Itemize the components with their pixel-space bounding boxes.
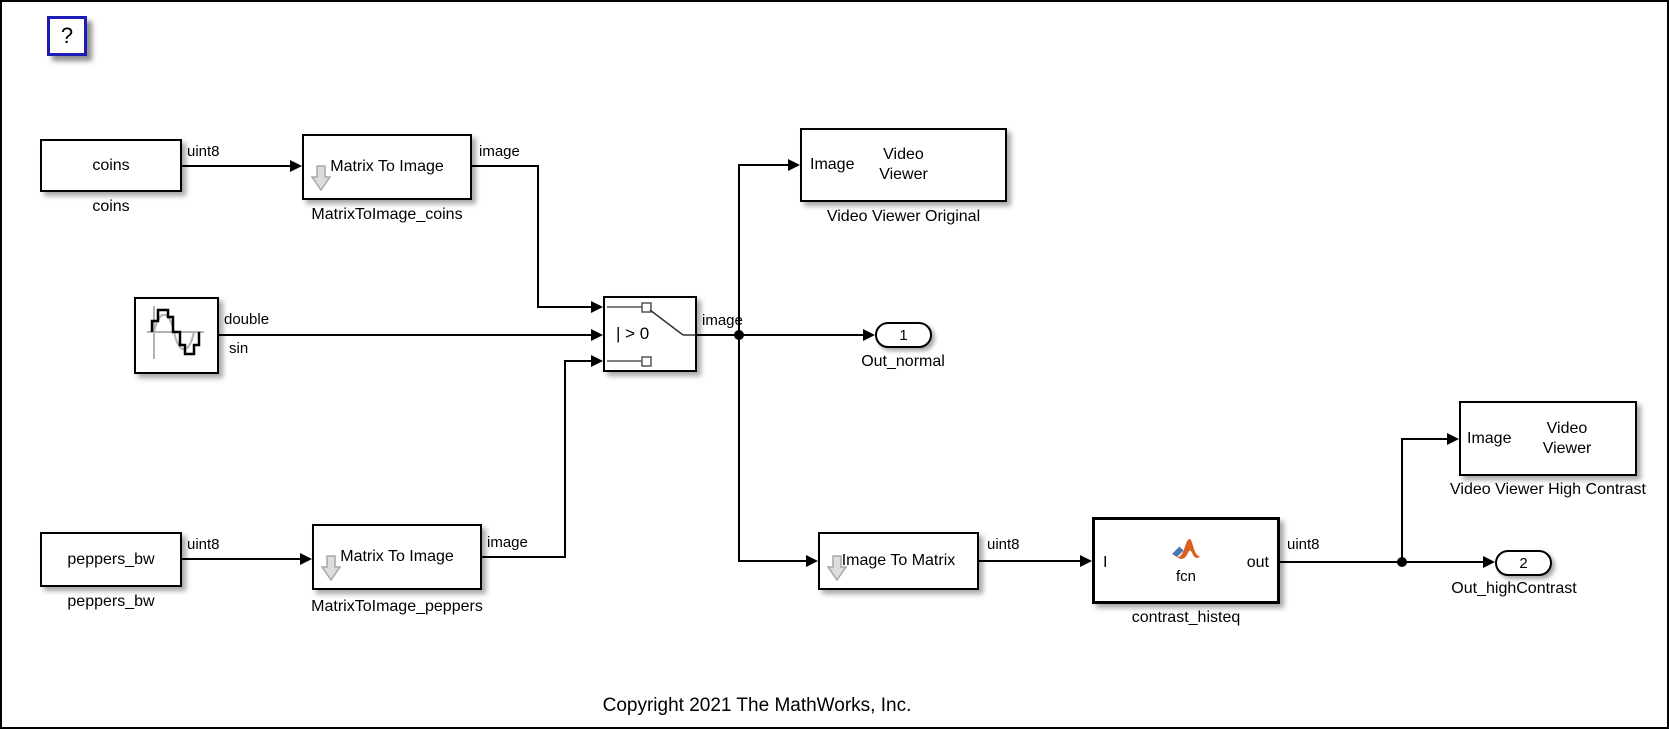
arrowhead xyxy=(1447,433,1459,445)
wire-switch-out[interactable] xyxy=(697,334,869,336)
block-video-viewer-original[interactable]: Image Video Viewer xyxy=(800,128,1007,202)
sine-wave-icon xyxy=(140,301,213,371)
arrowhead xyxy=(591,301,603,313)
signal-label-sin: sin xyxy=(229,340,249,357)
signal-label-uint8: uint8 xyxy=(987,536,1020,553)
outport-number: 2 xyxy=(1519,554,1528,572)
arrowhead xyxy=(591,329,603,341)
caption-peppers-bw: peppers_bw xyxy=(67,593,155,610)
switch-icon xyxy=(607,302,695,367)
wire-peppers[interactable] xyxy=(182,558,306,560)
wire-m2ipeppers-switch[interactable] xyxy=(564,360,566,558)
arrowhead xyxy=(1080,555,1092,567)
signal-label-image: image xyxy=(487,534,528,551)
wire-m2ipeppers-switch[interactable] xyxy=(482,556,566,558)
block-contrast-histeq[interactable]: I out fcn xyxy=(1092,517,1280,604)
arrowhead xyxy=(591,355,603,367)
wire-contrast-out[interactable] xyxy=(1280,561,1489,563)
signal-label-uint8: uint8 xyxy=(187,536,220,553)
block-sine-wave[interactable] xyxy=(134,297,219,374)
block-matrixtoimage-peppers-text: Matrix To Image xyxy=(340,548,454,565)
block-video-viewer-original-text: Video Viewer xyxy=(879,146,928,183)
switch-criteria-label: | > 0 xyxy=(616,324,650,343)
arrowhead xyxy=(863,329,875,341)
block-peppers-bw[interactable]: peppers_bw xyxy=(40,532,182,587)
block-matrixtoimage-peppers[interactable]: Matrix To Image xyxy=(312,524,482,590)
signal-label-double: double xyxy=(224,311,270,328)
signal-label-image: image xyxy=(702,312,743,329)
port-label-out: out xyxy=(1246,554,1269,571)
caption-coins: coins xyxy=(92,198,130,215)
fcn-label: fcn xyxy=(1175,567,1196,585)
wire-coins[interactable] xyxy=(182,165,296,167)
caption-video-viewer-original: Video Viewer Original xyxy=(826,208,981,225)
question-mark-icon: ? xyxy=(60,23,74,48)
signal-label-uint8: uint8 xyxy=(1287,536,1320,553)
matlab-logo-icon xyxy=(1171,537,1201,568)
gray-down-arrow-icon xyxy=(310,165,332,196)
block-video-viewer-high[interactable]: Image Video Viewer xyxy=(1459,401,1637,476)
block-peppers-bw-text: peppers_bw xyxy=(67,550,155,568)
arrowhead xyxy=(788,159,800,171)
gray-down-arrow-icon xyxy=(826,555,848,586)
caption-video-viewer-high: Video Viewer High Contrast xyxy=(1450,481,1646,498)
block-switch[interactable]: | > 0 xyxy=(603,296,697,372)
port-label-i: I xyxy=(1103,554,1108,571)
block-image-to-matrix[interactable]: Image To Matrix xyxy=(818,532,979,590)
arrowhead xyxy=(806,555,818,567)
caption-matrixtoimage-peppers: MatrixToImage_peppers xyxy=(311,598,483,615)
wire-m2icoins-switch[interactable] xyxy=(472,165,539,167)
port-label-image: Image xyxy=(810,156,855,173)
wire-m2ipeppers-switch[interactable] xyxy=(564,360,597,362)
help-block[interactable]: ? xyxy=(47,16,87,56)
block-matrixtoimage-coins-text: Matrix To Image xyxy=(330,158,444,175)
caption-out-normal: Out_normal xyxy=(861,353,945,370)
wire-m2icoins-switch[interactable] xyxy=(537,306,597,308)
arrowhead xyxy=(300,553,312,565)
block-video-viewer-high-text: Video Viewer xyxy=(1542,419,1592,457)
outport-out-highcontrast[interactable]: 2 xyxy=(1495,550,1552,576)
gray-down-arrow-icon xyxy=(320,555,342,586)
arrowhead xyxy=(290,160,302,172)
caption-out-highcontrast: Out_highContrast xyxy=(1451,580,1577,597)
block-coins[interactable]: coins xyxy=(40,139,182,192)
port-label-image: Image xyxy=(1467,430,1512,447)
signal-label-image: image xyxy=(479,143,520,160)
outport-out-normal[interactable]: 1 xyxy=(875,322,932,348)
wire-contrast-branch[interactable] xyxy=(1401,438,1403,563)
signal-label-uint8: uint8 xyxy=(187,143,220,160)
block-coins-text: coins xyxy=(92,156,130,174)
wire-to-videoviewer-high[interactable] xyxy=(1402,438,1453,440)
block-matrixtoimage-coins[interactable]: Matrix To Image xyxy=(302,134,472,200)
copyright-text: Copyright 2021 The MathWorks, Inc. xyxy=(602,695,912,716)
block-image-to-matrix-text: Image To Matrix xyxy=(841,552,956,569)
outport-number: 1 xyxy=(899,326,908,344)
wire-to-videoviewer-original[interactable] xyxy=(739,164,795,166)
wire-sine-switch[interactable] xyxy=(219,334,597,336)
wire-i2m-contrast[interactable] xyxy=(979,560,1086,562)
arrowhead xyxy=(1483,556,1495,568)
wire-switch-branch[interactable] xyxy=(738,164,740,562)
matlab-function-badge: fcn xyxy=(1171,537,1201,585)
wire-m2icoins-switch[interactable] xyxy=(537,165,539,308)
caption-matrixtoimage-coins: MatrixToImage_coins xyxy=(311,206,463,223)
wire-to-imagetomatrix[interactable] xyxy=(739,560,812,562)
caption-contrast-histeq: contrast_histeq xyxy=(1131,609,1241,626)
